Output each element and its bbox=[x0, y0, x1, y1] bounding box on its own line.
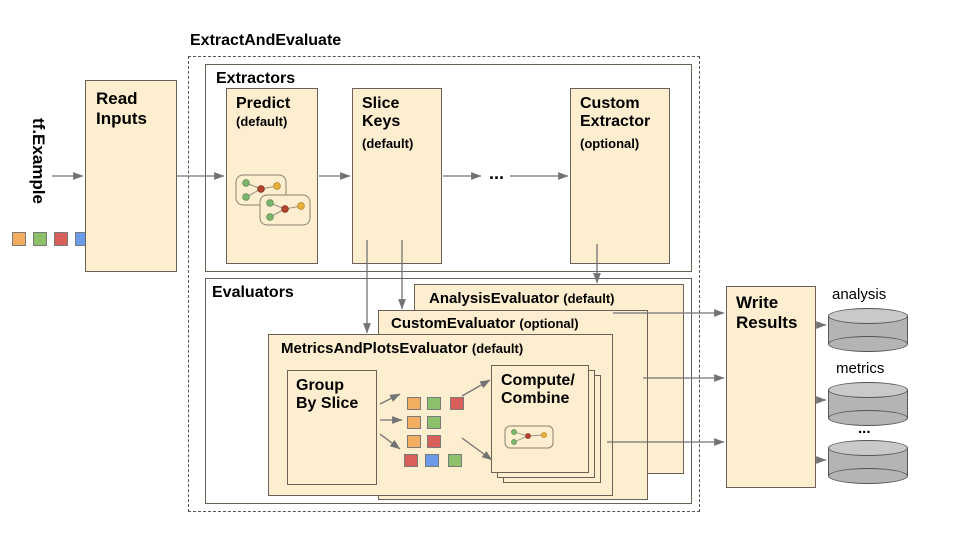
predict-qualifier: (default) bbox=[236, 114, 288, 129]
group-by-slice-line2: By Slice bbox=[296, 395, 359, 413]
slice-swatch bbox=[427, 397, 441, 410]
slice-swatch bbox=[427, 435, 441, 448]
slice-swatch bbox=[450, 397, 464, 410]
write-results-box[interactable]: Write Results bbox=[726, 286, 816, 488]
group-by-slice-line1: Group bbox=[296, 377, 344, 394]
group-by-slice-box[interactable]: Group By Slice bbox=[287, 370, 377, 485]
input-label-tf-example: tf.Example bbox=[29, 118, 48, 204]
swatch-red bbox=[54, 232, 68, 246]
extract-and-evaluate-group bbox=[188, 56, 700, 512]
extractor-slice-keys-box[interactable]: Slice Keys (default) bbox=[352, 88, 442, 264]
extractors-section-label: Extractors bbox=[216, 70, 296, 87]
slice-keys-line1: Slice bbox=[362, 95, 400, 112]
custom-extractor-line1: Custom bbox=[580, 95, 640, 112]
swatch-orange bbox=[12, 232, 26, 246]
custom-extractor-line2: Extractor bbox=[580, 113, 651, 131]
output-cylinder-other[interactable] bbox=[828, 440, 908, 484]
slice-swatch bbox=[427, 416, 441, 429]
input-swatches bbox=[12, 232, 89, 246]
extractor-custom-box[interactable]: Custom Extractor (optional) bbox=[570, 88, 670, 264]
output-label-analysis: analysis bbox=[832, 286, 887, 303]
slice-groups-grid bbox=[404, 397, 477, 469]
custom-evaluator-name: CustomEvaluator bbox=[391, 315, 516, 332]
output-cylinder-metrics[interactable] bbox=[828, 382, 908, 426]
slice-swatch bbox=[407, 435, 421, 448]
read-inputs-line1: Read bbox=[96, 89, 138, 108]
read-inputs-box[interactable]: Read Inputs bbox=[85, 80, 177, 272]
output-label-metrics: metrics bbox=[836, 360, 885, 377]
evaluators-section-label: Evaluators bbox=[212, 284, 294, 301]
slice-keys-qualifier: (default) bbox=[362, 136, 414, 151]
output-label-ellipsis: ... bbox=[858, 420, 871, 437]
metrics-plots-evaluator-name: MetricsAndPlotsEvaluator bbox=[281, 340, 468, 357]
slice-swatch bbox=[404, 454, 418, 467]
swatch-green bbox=[33, 232, 47, 246]
metrics-plots-evaluator-qualifier: (default) bbox=[471, 341, 524, 356]
predict-name: Predict bbox=[236, 95, 291, 112]
graph-pair-icon bbox=[235, 174, 311, 226]
slice-swatch bbox=[407, 397, 421, 410]
graph-single-icon bbox=[504, 425, 554, 449]
custom-extractor-qualifier: (optional) bbox=[580, 136, 640, 151]
slice-swatch bbox=[425, 454, 439, 467]
write-results-line1: Write bbox=[736, 293, 779, 312]
compute-combine-line1: Compute/ bbox=[501, 372, 575, 389]
extractor-predict-box[interactable]: Predict (default) bbox=[226, 88, 318, 264]
analysis-evaluator-qualifier: (default) bbox=[563, 291, 615, 306]
slice-swatch bbox=[448, 454, 462, 467]
extractors-ellipsis: ... bbox=[489, 163, 505, 183]
extract-and-evaluate-title: ExtractAndEvaluate bbox=[190, 32, 342, 49]
write-results-line2: Results bbox=[736, 312, 798, 332]
analysis-evaluator-name: AnalysisEvaluator bbox=[429, 290, 560, 307]
evaluator-metrics-plots-card[interactable]: MetricsAndPlotsEvaluator (default) Group… bbox=[268, 334, 613, 496]
read-inputs-line2: Inputs bbox=[96, 108, 147, 128]
slice-swatch bbox=[407, 416, 421, 429]
custom-evaluator-qualifier: (optional) bbox=[519, 316, 579, 331]
compute-combine-line2: Combine bbox=[501, 390, 570, 408]
slice-keys-line2: Keys bbox=[362, 113, 401, 131]
compute-combine-box[interactable]: Compute/ Combine bbox=[491, 365, 589, 473]
output-cylinder-analysis[interactable] bbox=[828, 308, 908, 352]
